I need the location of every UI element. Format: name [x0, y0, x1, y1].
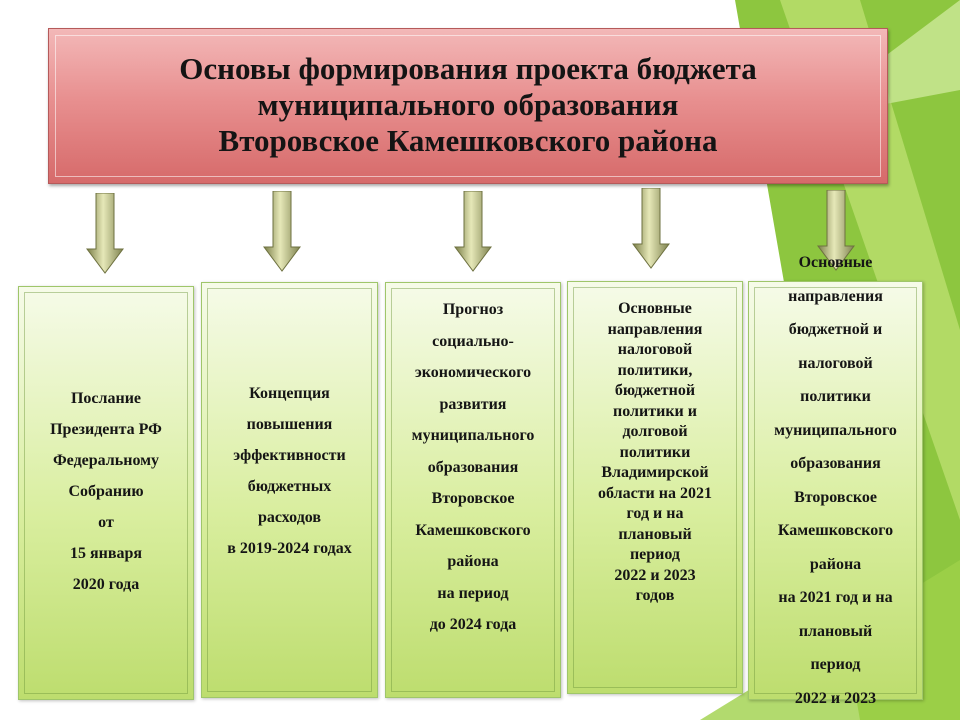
box-inner-frame	[754, 287, 917, 694]
box-line: Основные	[798, 254, 873, 271]
box-line: экономического	[414, 364, 532, 381]
box-line: плановый	[618, 525, 692, 543]
box-inner-frame	[207, 288, 372, 692]
box-line: 2022 и 2023	[614, 566, 696, 584]
title-box: Основы формирования проекта бюджета муни…	[48, 28, 888, 184]
box-line: на период	[437, 584, 509, 602]
box-line: долговой	[622, 423, 688, 440]
box-line: Второвское	[431, 490, 515, 507]
box-line: период	[629, 546, 681, 563]
box-socioeconomic-forecast: Прогноз социально- экономического развит…	[385, 282, 561, 698]
title-line: Основы формирования проекта бюджета	[179, 51, 757, 86]
box-line: Федеральному	[52, 452, 160, 469]
box-line: год и на	[626, 505, 684, 522]
down-arrow-icon	[817, 190, 855, 271]
box-line: политики,	[617, 361, 693, 379]
title-text: Основы формирования проекта бюджета муни…	[49, 51, 887, 159]
box-text: Основные направления бюджетной и налогов…	[749, 246, 922, 715]
down-arrow-icon	[263, 191, 301, 272]
box-line: развития	[439, 395, 507, 413]
title-line: Второвское Камешковского района	[218, 123, 718, 158]
title-inner-frame	[55, 35, 881, 177]
box-line: период	[810, 656, 861, 673]
box-line: бюджетной и	[788, 321, 883, 338]
box-line: налоговой	[798, 354, 873, 372]
box-line: в 2019-2024 годах	[227, 540, 352, 557]
box-text: Послание Президента РФ Федеральному Собр…	[19, 383, 193, 600]
box-line: годов	[635, 587, 675, 604]
box-line: направления	[607, 320, 703, 338]
box-regional-policy: Основные направления налоговой политики,…	[567, 281, 743, 694]
box-line: расходов	[257, 509, 322, 526]
box-inner-frame	[24, 292, 188, 694]
down-arrow-icon	[632, 188, 670, 269]
down-arrow-icon	[454, 191, 492, 272]
box-line: на 2021 год и на	[778, 589, 893, 606]
box-line: плановый	[798, 622, 873, 640]
box-line: налоговой	[617, 341, 693, 358]
box-line: района	[447, 553, 499, 570]
box-line: Послание	[70, 390, 142, 407]
box-line: политики и	[613, 402, 697, 420]
box-text: Концепция повышения эффективности бюджет…	[202, 378, 377, 564]
box-line: 2022 и 2023	[794, 689, 877, 707]
box-line: муниципального	[411, 427, 535, 444]
box-line: муниципального	[774, 421, 897, 439]
box-line: до 2024 года	[429, 616, 517, 633]
box-text: Основные направления налоговой политики,…	[568, 299, 742, 607]
box-line: образования	[790, 455, 881, 472]
down-arrow-icon	[86, 193, 124, 274]
box-line: Прогноз	[442, 301, 504, 318]
box-line: политики	[800, 388, 871, 405]
box-line: Второвское	[794, 488, 877, 506]
box-efficiency-concept: Концепция повышения эффективности бюджет…	[201, 282, 378, 698]
box-inner-frame	[391, 288, 555, 692]
box-inner-frame	[573, 287, 737, 688]
box-text: Прогноз социально- экономического развит…	[386, 294, 560, 641]
box-line: Концепция	[249, 385, 330, 402]
box-line: Основные	[618, 300, 692, 317]
box-line: Владимирской	[601, 464, 709, 481]
box-presidential-address: Послание Президента РФ Федеральному Собр…	[18, 286, 194, 700]
box-line: Собранию	[68, 483, 144, 500]
box-line: 15 января	[69, 545, 143, 562]
box-line: образования	[427, 458, 519, 476]
box-line: Камешковского	[415, 521, 531, 539]
box-line: Камешковского	[777, 522, 894, 539]
box-line: от	[98, 514, 114, 531]
box-line: района	[809, 555, 862, 573]
box-line: бюджетной	[614, 382, 696, 399]
box-line: направления	[788, 287, 883, 305]
box-line: повышения	[246, 416, 333, 433]
box-line: социально-	[432, 332, 514, 350]
box-line: эффективности	[233, 447, 346, 464]
title-line: муниципального образования	[257, 87, 679, 122]
box-line: бюджетных	[247, 478, 332, 495]
box-municipal-policy: Основные направления бюджетной и налогов…	[748, 254, 923, 707]
box-line: Президента РФ	[50, 421, 162, 438]
box-line: области на 2021	[598, 484, 712, 502]
box-line: 2020 года	[72, 576, 140, 593]
box-line: политики	[619, 443, 691, 461]
